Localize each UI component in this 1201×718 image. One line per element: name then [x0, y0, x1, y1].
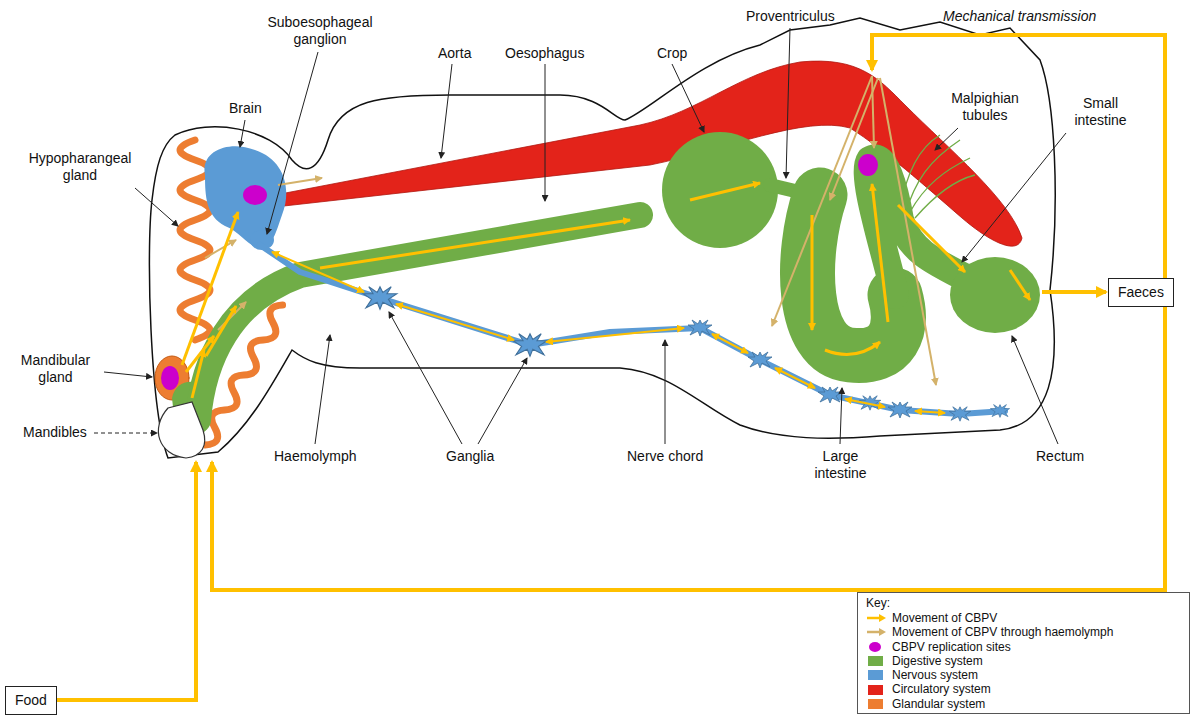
part-label: Small intestine — [1063, 95, 1138, 129]
mandible — [158, 402, 204, 458]
legend-row: CBPV replication sites — [866, 640, 1181, 654]
legend-sample-svg — [866, 684, 888, 696]
legend-sample — [866, 626, 892, 638]
nervous-system — [204, 146, 1009, 421]
legend-swatch — [868, 656, 883, 666]
part-label: Malpighian tubules — [935, 90, 1035, 124]
legend-swatch — [868, 670, 883, 680]
legend-sample — [866, 655, 892, 667]
terminal-box: Faeces — [1108, 278, 1174, 307]
legend-sample-svg — [866, 612, 888, 624]
part-label: Suboesophageal ganglion — [260, 14, 380, 48]
legend-sample-svg — [866, 669, 888, 681]
box-text: Faeces — [1118, 284, 1164, 301]
part-label: Haemolymph — [274, 448, 356, 465]
legend-sample-svg — [866, 626, 888, 638]
legend-row: Digestive system — [866, 654, 1181, 668]
part-label: Aorta — [438, 45, 471, 62]
legend-row: Movement of CBPV through haemolymph — [866, 625, 1181, 639]
legend-text: Digestive system — [892, 654, 983, 668]
legend-box: Key:Movement of CBPVMovement of CBPV thr… — [857, 592, 1190, 714]
legend-text: Circulatory system — [892, 682, 991, 696]
legend-sample — [866, 641, 892, 653]
legend-text: Glandular system — [892, 697, 985, 711]
part-label: Crop — [657, 45, 687, 62]
legend-arrow-line — [867, 631, 880, 634]
legend-text: Nervous system — [892, 668, 978, 682]
part-label: Rectum — [1036, 448, 1084, 465]
part-label: Nerve chord — [627, 448, 703, 465]
box-text: Food — [15, 692, 47, 709]
legend-sample — [866, 612, 892, 624]
part-label: Mandibles — [23, 424, 87, 441]
part-label: Hypopharangeal gland — [20, 150, 140, 184]
virus-arrow — [182, 183, 1030, 398]
legend-swatch — [868, 685, 883, 695]
legend-arrow-line — [867, 617, 880, 620]
legend-title: Key: — [866, 595, 1181, 611]
terminal-box: Food — [5, 686, 57, 715]
replication-site — [161, 154, 878, 390]
legend-swatch — [869, 642, 881, 652]
digestive-system — [172, 132, 1040, 438]
legend-row: Nervous system — [866, 668, 1181, 682]
legend-sample-svg — [866, 655, 888, 667]
part-label: Brain — [229, 100, 262, 117]
note-label: Mechanical transmission — [943, 8, 1096, 25]
legend-arrow-head — [879, 614, 886, 622]
legend-sample-svg — [866, 641, 888, 653]
legend-text: Movement of CBPV — [892, 611, 997, 625]
part-label: Large intestine — [803, 448, 878, 482]
part-label: Ganglia — [446, 448, 494, 465]
legend-row: Glandular system — [866, 697, 1181, 711]
bee-body-outline — [149, 18, 1055, 458]
part-label: Proventriculus — [746, 8, 835, 25]
legend-sample — [866, 684, 892, 696]
legend-sample — [866, 669, 892, 681]
legend-swatch — [868, 699, 883, 709]
legend-sample — [866, 698, 892, 710]
legend-sample-svg — [866, 698, 888, 710]
nerve-virus-arrow — [272, 252, 945, 413]
leader-line — [94, 28, 1066, 444]
part-label: Oesophagus — [505, 45, 584, 62]
legend-text: CBPV replication sites — [892, 640, 1011, 654]
haemolymph-arrow — [205, 76, 936, 385]
legend-text: Movement of CBPV through haemolymph — [892, 625, 1113, 639]
legend-row: Movement of CBPV — [866, 611, 1181, 625]
legend-arrow-head — [879, 628, 886, 636]
legend-row: Circulatory system — [866, 682, 1181, 696]
part-label: Mandibular gland — [8, 352, 103, 386]
